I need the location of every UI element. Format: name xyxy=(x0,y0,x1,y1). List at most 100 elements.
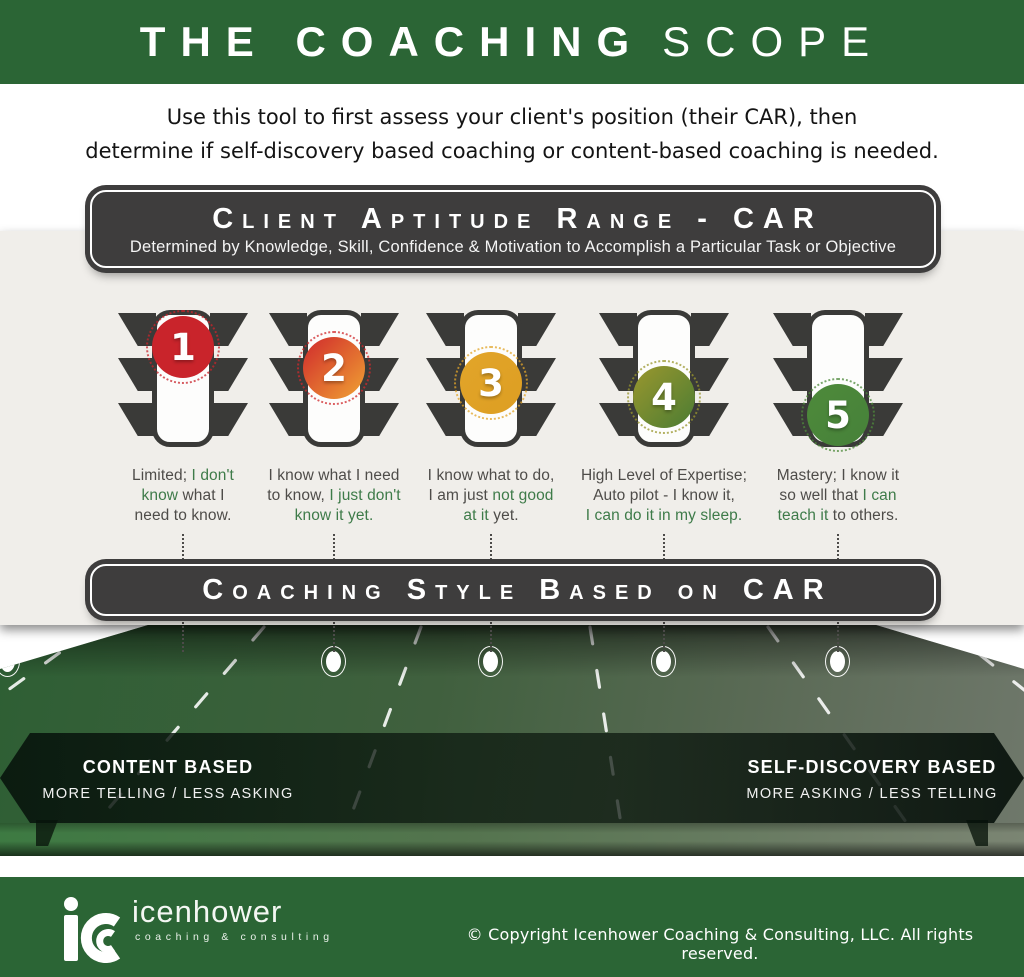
description-text: Mastery; I know it xyxy=(776,467,900,484)
traffic-light-visor-icon xyxy=(426,313,464,346)
level-number: 3 xyxy=(478,361,504,405)
traffic-light-visor-icon xyxy=(691,313,729,346)
description-highlight: I can do it in my sleep. xyxy=(585,507,743,524)
level-description: High Level of Expertise; Auto pilot - I k… xyxy=(559,466,769,526)
intro-line-2: determine if self-discovery based coachi… xyxy=(85,139,939,163)
car-banner-subtitle: Determined by Knowledge, Skill, Confiden… xyxy=(129,237,897,256)
traffic-light-visor-icon xyxy=(865,313,903,346)
road-front-strip xyxy=(0,823,1024,856)
content-based-title: CONTENT BASED xyxy=(82,757,254,777)
description-text: I know what to do, xyxy=(427,467,555,484)
description-text: I know what I need xyxy=(268,467,400,484)
page-title-strong: THE COACHING xyxy=(139,18,645,65)
description-highlight: know it yet. xyxy=(294,507,374,524)
self-discovery-label: SELF-DISCOVERY BASED MORE ASKING / LESS … xyxy=(738,757,1006,802)
level-description-line: Mastery; I know it xyxy=(733,466,943,486)
level-number-ring xyxy=(297,331,371,405)
coaching-style-banner-title: Coaching Style Based on CAR xyxy=(202,574,833,606)
intro-text: Use this tool to first assess your clien… xyxy=(0,100,1024,168)
traffic-light-visor-icon xyxy=(773,358,811,391)
road-marker-dot-3 xyxy=(651,646,676,677)
level-number-ring xyxy=(146,310,220,384)
level-number-badge: 2 xyxy=(297,331,371,405)
level-description-line: know it yet. xyxy=(229,506,439,526)
traffic-light-visor-icon xyxy=(599,313,637,346)
level-description-line: I can do it in my sleep. xyxy=(559,506,769,526)
level-description-line: I am just not good xyxy=(386,486,596,506)
traffic-light-visor-icon xyxy=(773,313,811,346)
logo-text: icenhower coaching & consulting xyxy=(132,894,334,944)
traffic-light-visor-icon xyxy=(269,403,307,436)
footer-banner: icenhower coaching & consulting © Copyri… xyxy=(0,877,1024,977)
description-text: need to know. xyxy=(134,507,232,524)
level-number-badge: 5 xyxy=(801,378,875,452)
page-title-light: SCOPE xyxy=(662,18,885,65)
level-number-badge: 3 xyxy=(454,346,528,420)
description-text: Auto pilot - I know it, xyxy=(593,487,735,504)
road-marker-dot-1 xyxy=(321,646,346,677)
coaching-style-banner: Coaching Style Based on CAR xyxy=(90,564,936,616)
level-number-ring xyxy=(627,360,701,434)
traffic-light-visor-icon xyxy=(269,313,307,346)
traffic-light: 3 xyxy=(426,310,556,447)
icenhower-monogram-icon xyxy=(64,897,121,963)
logo-tagline: coaching & consulting xyxy=(135,931,334,943)
level-description-line: High Level of Expertise; xyxy=(559,466,769,486)
level-description-line: need to know. xyxy=(78,506,288,526)
road-marker-dot-5 xyxy=(0,646,20,677)
level-number: 2 xyxy=(321,346,347,390)
level-description-line: know what I xyxy=(78,486,288,506)
content-based-subtitle: MORE TELLING / LESS ASKING xyxy=(42,786,294,802)
road-perspective-section: CONTENT BASED MORE TELLING / LESS ASKING… xyxy=(0,625,1024,856)
level-number: 4 xyxy=(651,375,677,419)
level-number: 5 xyxy=(825,393,851,437)
level-description-line: teach it to others. xyxy=(733,506,943,526)
level-description-line: so well that I can xyxy=(733,486,943,506)
content-based-label: CONTENT BASED MORE TELLING / LESS ASKING xyxy=(38,757,298,802)
level-description-line: Auto pilot - I know it, xyxy=(559,486,769,506)
description-highlight: I don't xyxy=(191,467,234,484)
aptitude-level-column: 2 I know what I need to know, I just don'… xyxy=(224,0,444,652)
description-text: to others. xyxy=(828,507,899,524)
description-highlight: at it xyxy=(463,507,489,524)
traffic-light: 2 xyxy=(269,310,399,447)
logo-name: icenhower xyxy=(132,894,283,929)
level-number: 1 xyxy=(170,325,196,369)
traffic-light-visor-icon xyxy=(118,403,156,436)
road-top-shadow xyxy=(0,625,1024,677)
car-banner-title: Client Aptitude Range - CAR xyxy=(212,202,823,235)
traffic-light: 1 xyxy=(118,310,248,447)
description-text: what I xyxy=(178,487,225,504)
self-discovery-subtitle: MORE ASKING / LESS TELLING xyxy=(746,786,998,802)
car-banner: Client Aptitude Range - CAR Determined b… xyxy=(90,190,936,268)
description-highlight: not good xyxy=(492,487,554,504)
icenhower-logo: icenhower coaching & consulting xyxy=(62,895,334,963)
description-highlight: teach it xyxy=(777,507,829,524)
level-description-line: at it yet. xyxy=(386,506,596,526)
traffic-light-visor-icon xyxy=(518,313,556,346)
aptitude-level-column: 4 High Level of Expertise; Auto pilot - I… xyxy=(554,0,774,652)
intro-line-1: Use this tool to first assess your clien… xyxy=(166,105,858,129)
level-description-line: I know what I need xyxy=(229,466,439,486)
self-discovery-title: SELF-DISCOVERY BASED xyxy=(747,757,997,777)
traffic-light-visor-icon xyxy=(865,358,903,391)
traffic-light: 5 xyxy=(773,310,903,452)
description-text: High Level of Expertise; xyxy=(580,467,748,484)
coaching-spectrum-arrow-band: CONTENT BASED MORE TELLING / LESS ASKING… xyxy=(0,733,1024,823)
level-number-badge: 4 xyxy=(627,360,701,434)
description-text: so well that xyxy=(779,487,863,504)
road-marker-dot-2 xyxy=(478,646,503,677)
level-description-line: to know, I just don't xyxy=(229,486,439,506)
level-number-badge: 1 xyxy=(146,310,220,384)
footer-gap xyxy=(0,856,1024,877)
description-highlight: I can xyxy=(862,487,897,504)
